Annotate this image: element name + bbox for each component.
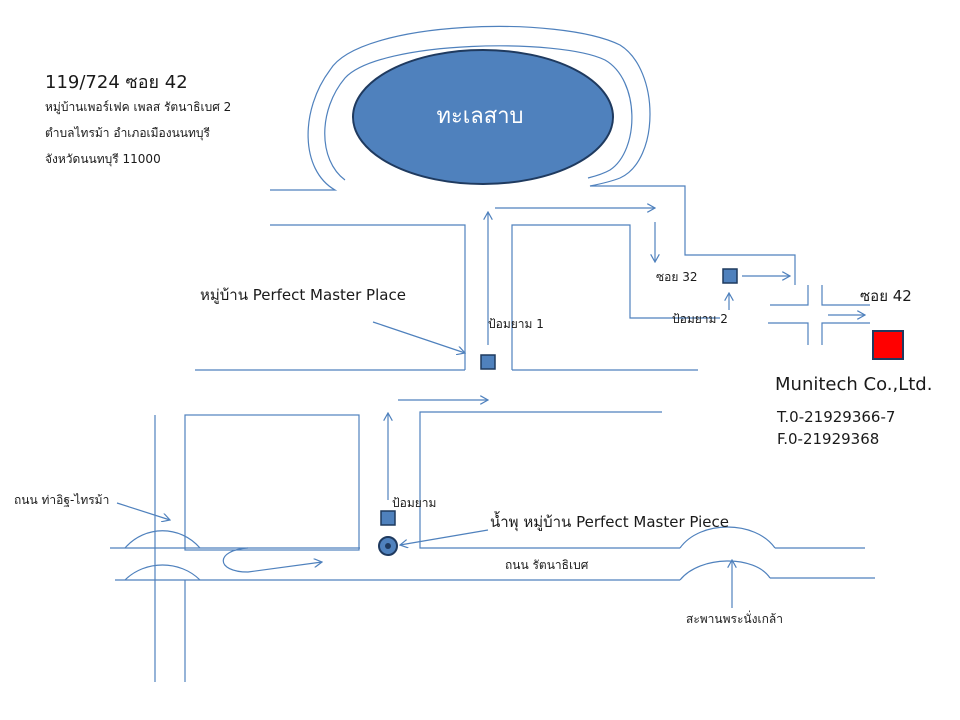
guardhouse-2-marker xyxy=(722,268,738,284)
pointer-village xyxy=(372,321,465,353)
company-name: Munitech Co.,Ltd. xyxy=(775,374,933,395)
address-line-1: 119/724 ซอย 42 xyxy=(45,72,188,93)
soi-32-label: ซอย 32 xyxy=(656,270,698,284)
address-line-2: หมู่บ้านเพอร์เฟค เพลส รัตนาธิเบศ 2 xyxy=(45,100,232,114)
road-lower-right-block xyxy=(419,411,680,549)
pointer-road-thaitit xyxy=(116,502,170,520)
soi-42-label: ซอย 42 xyxy=(860,287,912,305)
road-soi-42-top xyxy=(770,285,809,306)
road-soi-42-right-top xyxy=(821,285,870,306)
bridge-top xyxy=(679,526,776,549)
bridge-label: สะพานพระนั่งเกล้า xyxy=(686,612,783,626)
road-soi-42-left-bottom xyxy=(768,322,809,345)
fountain-marker-center xyxy=(385,543,391,549)
village-label: หมู่บ้าน Perfect Master Place xyxy=(200,286,406,304)
road-upper-mid-block xyxy=(511,224,720,370)
fountain-label: น้ำพุ หมู่บ้าน Perfect Master Piece xyxy=(490,513,729,531)
lake-label: ทะเลสาบ xyxy=(436,104,524,129)
pointer-fountain xyxy=(400,529,489,545)
arrow-uturn xyxy=(222,547,322,573)
guardhouse-lower-marker xyxy=(380,510,396,526)
intersection-arc-bottom xyxy=(124,564,201,581)
lake-loop-road-inner xyxy=(324,45,633,181)
guardhouse-1-label: ป้อมยาม 1 xyxy=(488,317,544,331)
lake xyxy=(352,49,614,185)
intersection-arc-top xyxy=(124,530,201,549)
company-fax: F.0-21929368 xyxy=(777,430,880,448)
address-line-3: ตำบลไทรม้า อำเภอเมืองนนทบุรี xyxy=(45,126,210,140)
company-tel: T.0-21929366-7 xyxy=(777,408,896,426)
road-thaitit-label: ถนน ท่าอิฐ-ไทรม้า xyxy=(14,493,110,507)
lake-loop-road xyxy=(270,25,796,285)
road-upper-left-block xyxy=(270,224,466,370)
address-line-4: จังหวัดนนทบุรี 11000 xyxy=(45,152,161,166)
guardhouse-2-label: ป้อมยาม 2 xyxy=(672,312,728,326)
bridge-bottom xyxy=(679,560,771,581)
road-soi-42-right-bottom xyxy=(821,322,870,345)
office-marker xyxy=(872,330,904,360)
guardhouse-1-marker xyxy=(480,354,496,370)
road-rattanathibet-label: ถนน รัตนาธิเบศ xyxy=(505,558,589,572)
guardhouse-lower-label: ป้อมยาม xyxy=(392,496,437,510)
block-lower-left xyxy=(184,414,360,551)
